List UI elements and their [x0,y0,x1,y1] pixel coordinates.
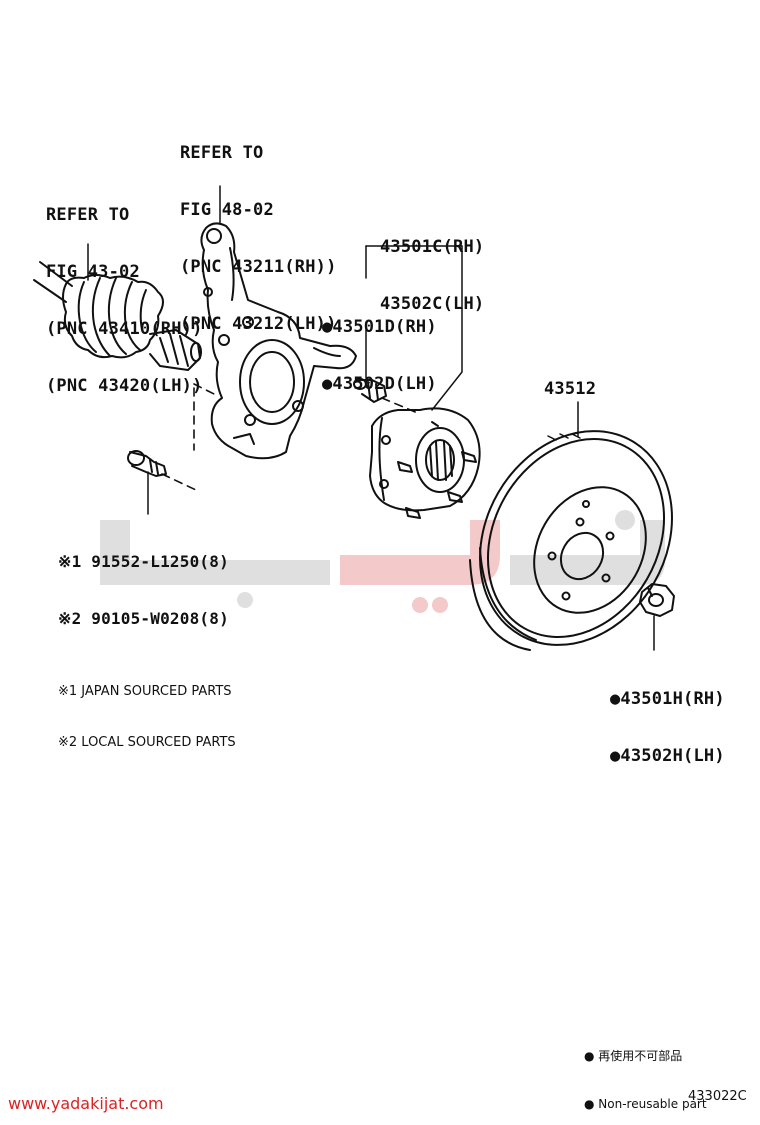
legend-japanese: ● 再使用不可部品 [584,1049,683,1063]
shaft-reference-label: REFER TO FIG 43-02 (PNC 43410(RH)) (PNC … [46,168,203,415]
figure-code: 433022C [688,1089,747,1104]
hub-bolt-label-rh: ●43501D(RH) [322,317,437,337]
drive-shaft [33,261,202,371]
knuckle-ref-line-1: REFER TO [180,143,264,163]
source-notes: ※1 JAPAN SOURCED PARTS ※2 LOCAL SOURCED … [58,652,236,767]
rotor-part-label: 43512 [544,379,597,399]
knuckle-bolt [127,450,167,477]
watermark-url: www.yadakijat.com [8,1094,164,1113]
knuckle-ref-line-2: FIG 48-02 [180,200,274,220]
hub-assembly [369,407,481,519]
bolt-part-2: ※2 90105-W0208(8) [58,609,229,628]
legend-english: ● Non-reusable part [584,1097,707,1111]
leader-lines [87,185,655,651]
hub-nut [639,583,675,617]
shaft-ref-line-2: FIG 43-02 [46,262,140,282]
bolt-leader-dashes [161,383,421,491]
steering-knuckle [200,222,357,460]
hub-label-lh: 43502C(LH) [380,294,485,314]
hub-bolt-part-label: ●43501D(RH) ●43502D(LH) [322,280,437,413]
hub-bolt-label-lh: ●43502D(LH) [322,374,437,394]
hub-part-label: 43501C(RH) 43502C(LH) [380,200,484,333]
shaft-ref-line-4: (PNC 43420(LH)) [46,376,203,396]
brake-rotor [469,430,673,651]
nut-part-label: ●43501H(RH) ●43502H(LH) [610,652,725,785]
shaft-ref-line-1: REFER TO [46,205,130,225]
knuckle-ref-line-4: (PNC 43212(LH)) [180,314,337,334]
bolt-part-1: ※1 91552-L1250(8) [58,552,229,571]
watermark-logo [100,510,665,613]
shaft-ref-line-3: (PNC 43410(RH)) [46,319,203,339]
source-note-japan: ※1 JAPAN SOURCED PARTS [58,684,232,699]
hub-label-rh: 43501C(RH) [380,237,485,257]
hub-bolt [353,378,387,403]
nut-label-rh: ●43501H(RH) [610,689,725,709]
knuckle-ref-line-3: (PNC 43211(RH)) [180,257,337,277]
nut-label-lh: ●43502H(LH) [610,746,725,766]
source-note-local: ※2 LOCAL SOURCED PARTS [58,735,236,750]
knuckle-reference-label: REFER TO FIG 48-02 (PNC 43211(RH)) (PNC … [180,106,337,353]
non-reusable-legend: ● 再使用不可部品 ● Non-reusable part [584,1021,707,1125]
bolt-part-numbers: ※1 91552-L1250(8) ※2 90105-W0208(8) [58,514,229,647]
